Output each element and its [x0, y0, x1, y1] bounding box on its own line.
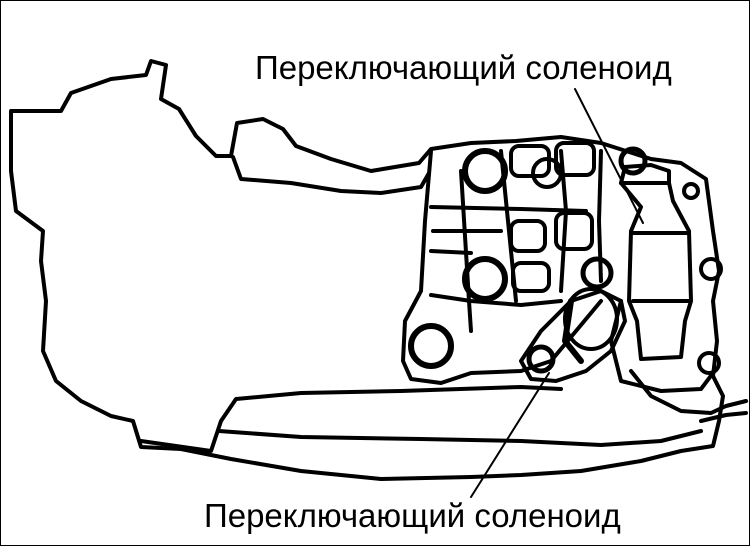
upper-solenoid-cap — [619, 163, 671, 185]
bolt-1 — [462, 148, 508, 194]
lower-solenoid-shadow — [562, 298, 584, 364]
housing-inner-contour — [231, 155, 431, 195]
bolt-9 — [682, 182, 700, 200]
housing-lower-rib — [139, 385, 563, 453]
bolt-5 — [580, 256, 614, 290]
housing-base-line — [217, 429, 703, 447]
lower-solenoid-flange — [519, 289, 627, 383]
spool-valve-b — [554, 141, 596, 177]
transmission-housing-outline — [9, 59, 725, 481]
valve-channel-4 — [429, 293, 563, 307]
bolt-7 — [699, 257, 723, 281]
upper-solenoid-label: Переключающий соленоид — [255, 49, 672, 86]
bolt-6 — [526, 344, 556, 374]
bolt-4 — [618, 146, 648, 176]
spool-valve-d — [509, 219, 547, 253]
valve-channel-5 — [459, 169, 473, 333]
bolt-3 — [408, 323, 454, 369]
bolt-8 — [697, 351, 721, 375]
bolt-2 — [462, 256, 508, 302]
solenoid-bracket — [609, 299, 715, 393]
valve-plug-small — [531, 157, 563, 189]
upper-solenoid-body — [619, 181, 693, 361]
spool-valve-e — [511, 261, 551, 293]
leader-line-top — [574, 88, 644, 224]
lower-solenoid-label: Переключающий соленоид — [204, 497, 621, 534]
leader-line-bottom — [470, 372, 550, 498]
spool-valve-c — [554, 211, 594, 251]
wiring-harness — [629, 369, 748, 415]
wiring-harness-2 — [699, 411, 748, 423]
